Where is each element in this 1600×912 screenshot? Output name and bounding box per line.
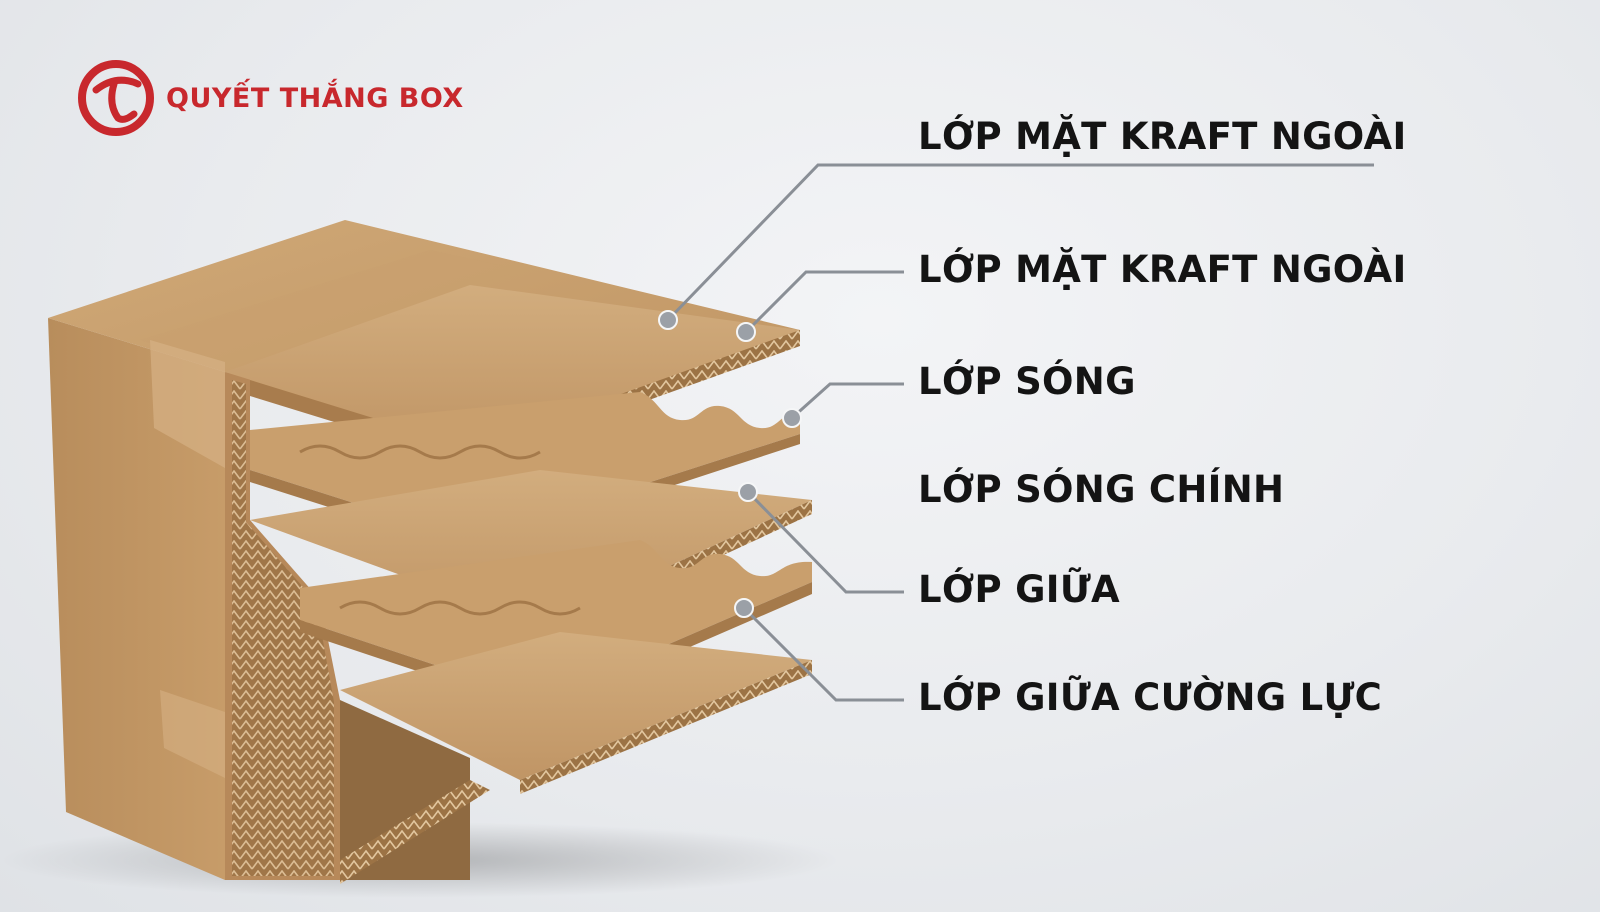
leader-lines [666,163,1374,702]
marker-dot-middle [738,482,758,502]
brand-name: QUYẾT THẮNG BOX [166,82,464,114]
marker-dot-flute [782,408,802,428]
brand-logo-icon [78,60,154,136]
label-middle: LỚP GIỮA [918,568,1120,611]
label-reinforced-middle: LỚP GIỮA CƯỜNG LỰC [918,676,1383,719]
marker-dot-outer-kraft-1 [658,310,678,330]
leader-dots [658,310,802,618]
leader-line-reinforced-middle [742,606,904,702]
leader-line-outer-kraft-2 [744,270,904,334]
label-main-flute: LỚP SÓNG CHÍNH [918,468,1285,511]
label-outer-kraft-2: LỚP MẶT KRAFT NGOÀI [918,248,1407,291]
leader-line-outer-kraft-1 [666,163,1374,322]
label-flute: LỚP SÓNG [918,360,1136,403]
marker-dot-outer-kraft-2 [736,322,756,342]
layer-sheets [225,285,812,794]
leader-line-flute [790,382,904,420]
leader-line-middle [746,490,904,594]
brand: QUYẾT THẮNG BOX [78,60,464,136]
marker-dot-reinforced-middle [734,598,754,618]
label-outer-kraft-1: LỚP MẶT KRAFT NGOÀI [918,115,1407,158]
